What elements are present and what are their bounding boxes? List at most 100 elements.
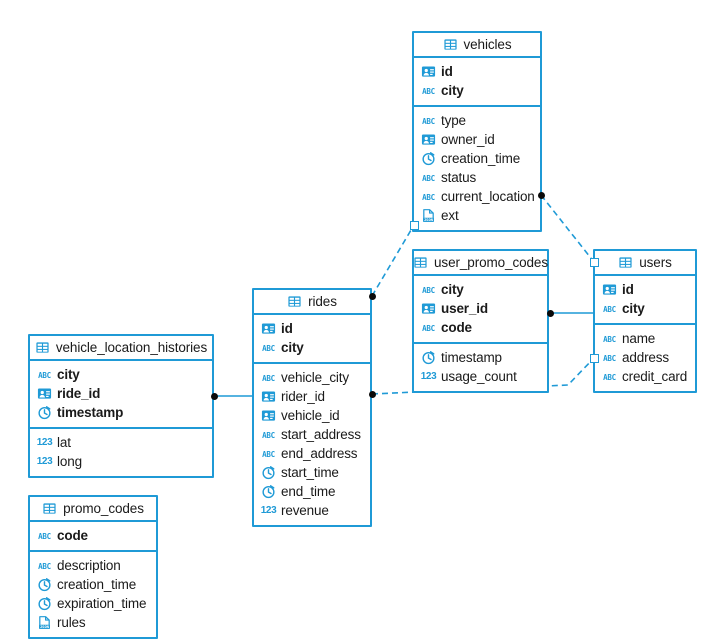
column-row[interactable]: ABC end_address — [254, 444, 370, 463]
column-row[interactable]: expiration_time — [30, 594, 156, 613]
id-badge-icon — [261, 321, 276, 336]
table-title: users — [639, 255, 672, 270]
relationship-source-dot — [546, 309, 554, 317]
column-name: code — [441, 320, 472, 335]
relationship-source-dot — [537, 191, 545, 199]
column-name: expiration_time — [57, 596, 147, 611]
column-name: timestamp — [57, 405, 124, 420]
abc-text-icon: ABC — [262, 449, 275, 459]
column-row[interactable]: id — [595, 280, 695, 299]
column-row[interactable]: ABC address — [595, 348, 695, 367]
column-row[interactable]: ABC code — [30, 526, 156, 545]
column-row[interactable]: rider_id — [254, 387, 370, 406]
column-name: id — [281, 321, 293, 336]
column-name: ext — [441, 208, 459, 223]
column-row[interactable]: owner_id — [414, 130, 540, 149]
column-name: lat — [57, 435, 71, 450]
table-header-user_promo_codes[interactable]: user_promo_codes — [414, 251, 548, 276]
column-name: user_id — [441, 301, 488, 316]
column-name: long — [57, 454, 82, 469]
abc-text-icon: ABC — [38, 531, 51, 541]
clock-icon — [261, 484, 276, 499]
column-row[interactable]: user_id — [414, 299, 547, 318]
table-grid-icon — [287, 294, 302, 309]
abc-text-icon: ABC — [422, 173, 435, 183]
json-document-icon: JSON — [421, 208, 436, 223]
table-grid-icon — [443, 37, 458, 52]
id-badge-icon — [421, 301, 436, 316]
primary-key-section: ABC code — [30, 522, 156, 552]
column-name: code — [57, 528, 88, 543]
column-name: city — [57, 367, 80, 382]
column-row[interactable]: creation_time — [30, 575, 156, 594]
column-row[interactable]: creation_time — [414, 149, 540, 168]
table-header-promo_codes[interactable]: promo_codes — [30, 497, 156, 522]
column-row[interactable]: ABC type — [414, 111, 540, 130]
abc-text-icon: ABC — [603, 353, 616, 363]
column-row[interactable]: start_time — [254, 463, 370, 482]
table-header-vehicles[interactable]: vehicles — [414, 33, 540, 58]
column-row[interactable]: timestamp — [30, 403, 212, 422]
column-row[interactable]: vehicle_id — [254, 406, 370, 425]
table-header-rides[interactable]: rides — [254, 290, 370, 315]
table-header-vehicle_location_histories[interactable]: vehicle_location_histories — [30, 336, 212, 361]
column-row[interactable]: id — [414, 62, 540, 81]
relationship-source-dot — [368, 292, 376, 300]
column-row[interactable]: end_time — [254, 482, 370, 501]
123-number-icon: 123 — [36, 436, 53, 448]
column-name: address — [622, 350, 669, 365]
id-badge-icon — [261, 408, 276, 423]
column-name: type — [441, 113, 466, 128]
column-row[interactable]: 123 lat — [30, 433, 212, 452]
relationship-source-dot — [368, 390, 376, 398]
abc-text-icon: ABC — [262, 430, 275, 440]
clock-icon — [261, 465, 276, 480]
abc-text-icon: ABC — [603, 304, 616, 314]
table-title: rides — [308, 294, 337, 309]
id-badge-icon — [421, 132, 436, 147]
column-name: end_address — [281, 446, 358, 461]
abc-text-icon: ABC — [603, 334, 616, 344]
column-row[interactable]: JSON ext — [414, 206, 540, 225]
column-row[interactable]: ride_id — [30, 384, 212, 403]
table-title: user_promo_codes — [434, 255, 548, 270]
abc-text-icon: ABC — [262, 373, 275, 383]
abc-text-icon: ABC — [422, 116, 435, 126]
id-badge-icon — [261, 389, 276, 404]
column-row[interactable]: timestamp — [414, 348, 547, 367]
svg-text:JSON: JSON — [40, 624, 50, 629]
relationship-rides-to-vehicles[interactable] — [371, 224, 415, 297]
column-row[interactable]: id — [254, 319, 370, 338]
table-header-users[interactable]: users — [595, 251, 695, 276]
column-name: start_time — [281, 465, 339, 480]
